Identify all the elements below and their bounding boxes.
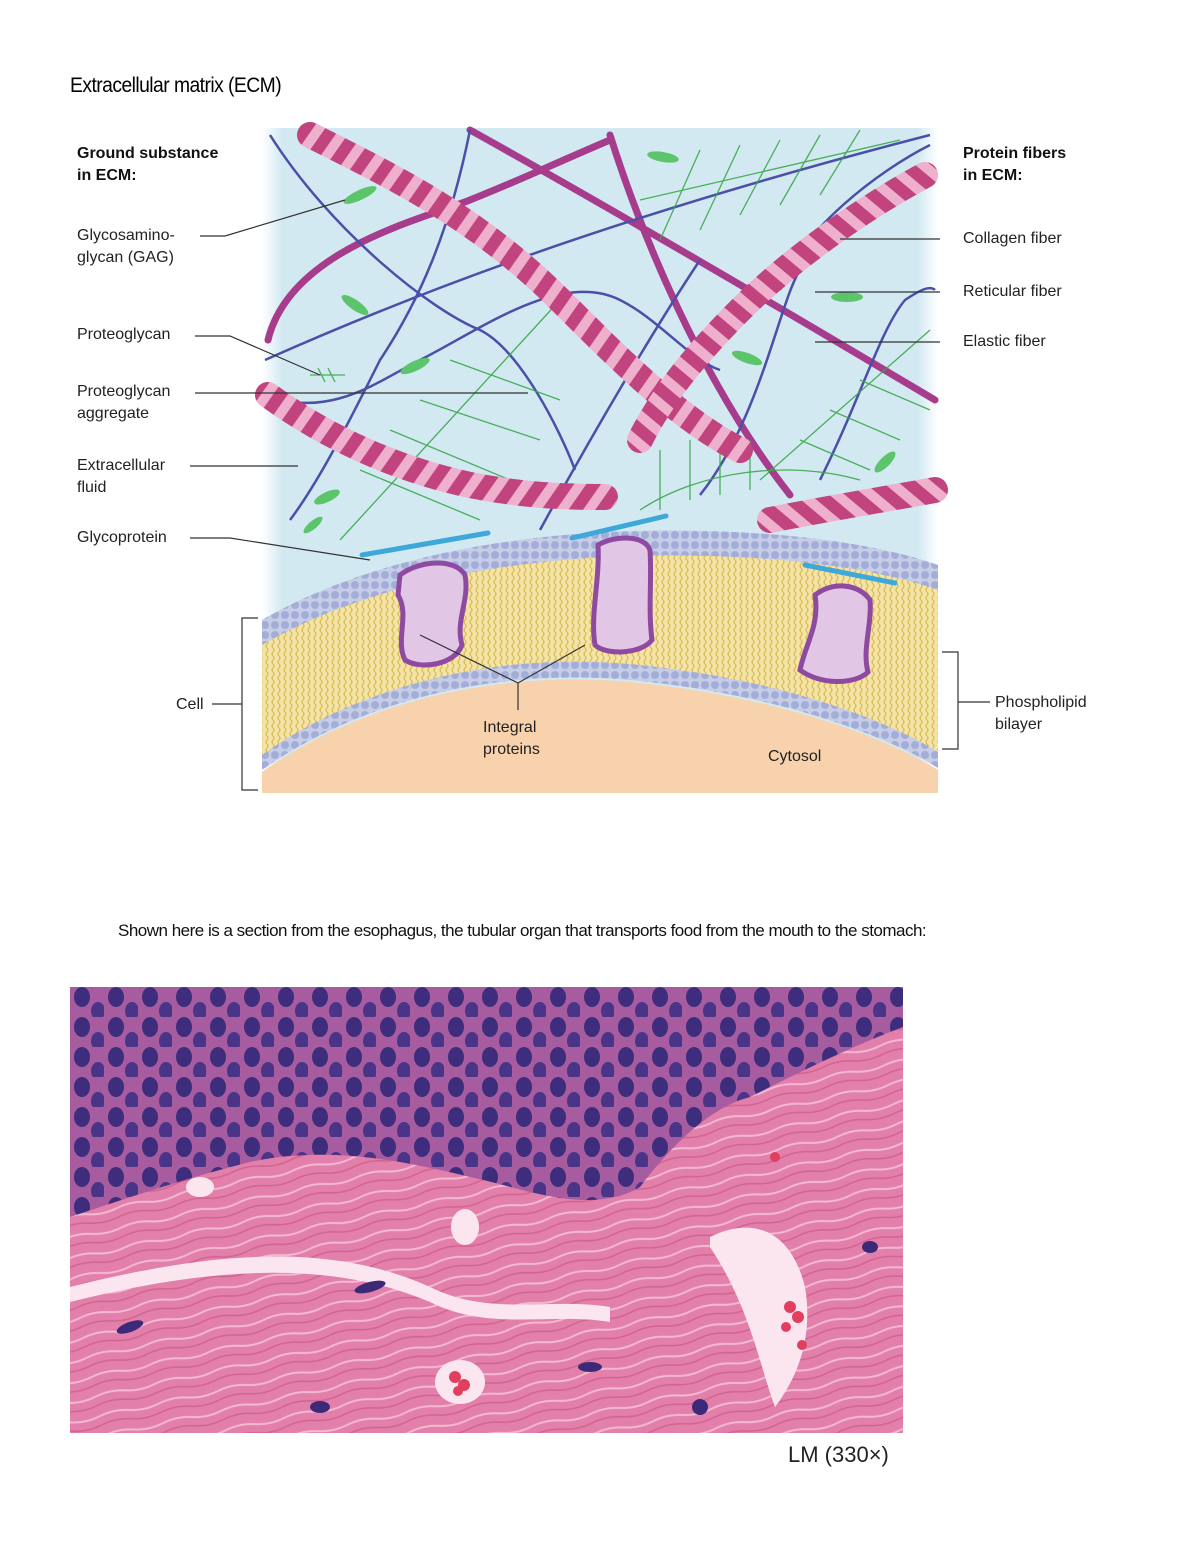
- esophagus-description: Shown here is a section from the esophag…: [118, 921, 927, 940]
- label-cytosol: Cytosol: [768, 748, 822, 765]
- label-glycoprotein: Glycoprotein: [77, 529, 167, 546]
- label-reticular-fiber: Reticular fiber: [963, 283, 1062, 300]
- label-proteoglycan-aggregate: Proteoglycan aggregate: [77, 383, 171, 422]
- esophagus-micrograph: [70, 987, 903, 1433]
- ecm-diagram: [190, 122, 990, 793]
- label-elastic-fiber: Elastic fiber: [963, 333, 1046, 350]
- label-cell: Cell: [176, 696, 204, 713]
- micrograph-caption: LM (330×): [788, 1442, 889, 1467]
- label-proteoglycan: Proteoglycan: [77, 326, 171, 343]
- label-extracellular-fluid: Extracellular fluid: [77, 457, 166, 496]
- protein-fibers-heading: Protein fibers in ECM:: [963, 145, 1067, 184]
- document-title: Extracellular matrix (ECM): [70, 74, 282, 97]
- label-integral-proteins: Integral proteins: [483, 719, 540, 758]
- label-collagen-fiber: Collagen fiber: [963, 230, 1062, 247]
- label-phospholipid-bilayer: Phospholipid bilayer: [995, 694, 1087, 733]
- label-gag: Glycosamino- glycan (GAG): [77, 227, 175, 266]
- ground-substance-heading: Ground substance in ECM:: [77, 145, 219, 184]
